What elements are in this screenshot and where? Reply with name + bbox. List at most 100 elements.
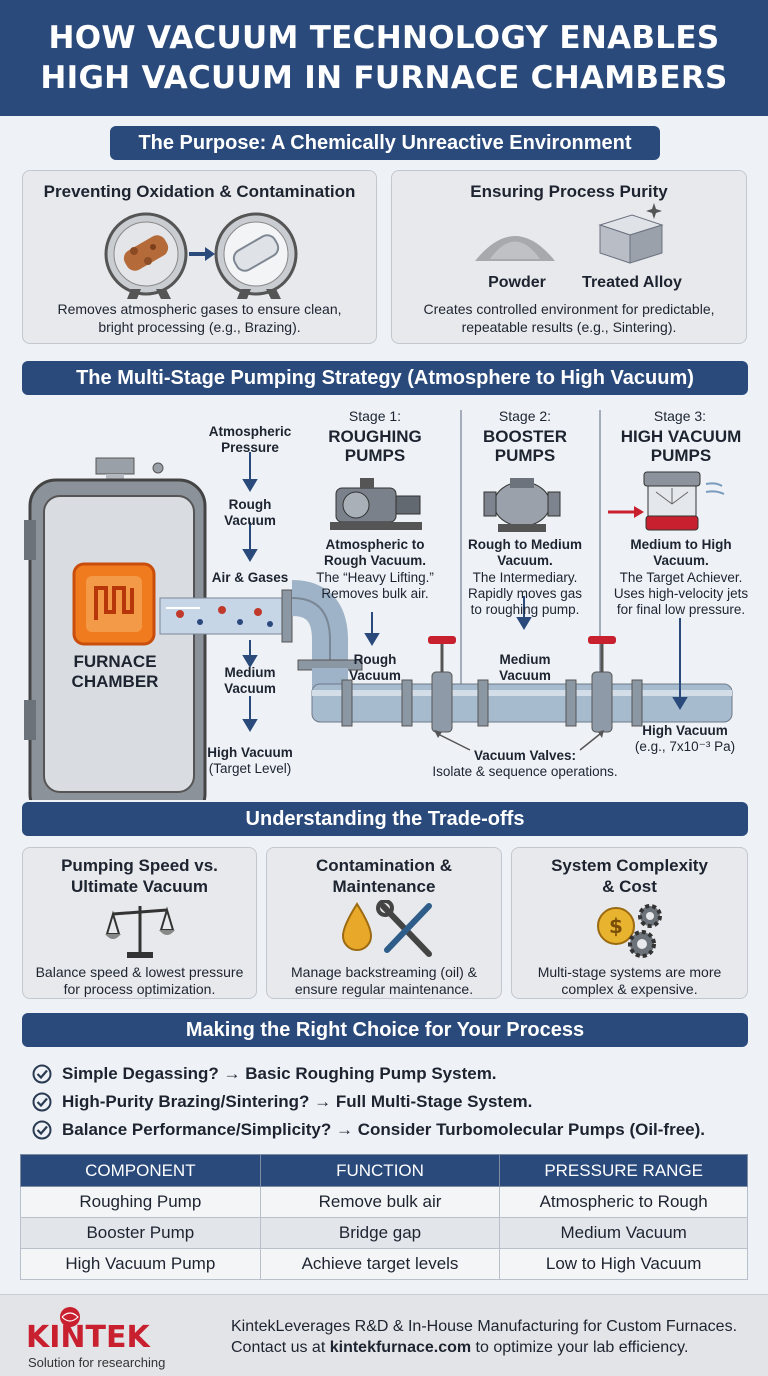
stage2-name-1: BOOSTER [482,427,568,446]
stage2-arrow-label-1: Medium [499,652,551,667]
stage3-bold-1: Medium to High [630,537,732,552]
kintek-logo-mark-icon [60,1307,80,1327]
oxidation-card: Preventing Oxidation & Contamination Rem… [22,170,377,344]
table-cell: Low to High Vacuum [499,1248,748,1280]
stage1-desc-2: Removes bulk air. [321,586,429,601]
table-header-component: COMPONENT [20,1154,261,1187]
footer-line-1: KintekLeverages R&D & In-House Manufactu… [231,1318,738,1335]
choice-item-text: High-Purity Brazing/Sintering? → Full Mu… [62,1092,533,1111]
tradeoff-cost-desc-2: complex & expensive. [561,981,698,997]
stage3-desc-2: Uses high-velocity jets [613,586,749,601]
chamber-label-2: CHAMBER [71,672,159,691]
stage2-desc-2: Rapidly moves gas [467,586,583,601]
table-cell: Atmospheric to Rough [499,1186,748,1218]
stage2-bold-1: Rough to Medium [468,537,582,552]
choice-item: Simple Degassing? → Basic Roughing Pump … [32,1063,497,1085]
kintek-tagline: Solution for researching [28,1355,166,1370]
chamber-label-1: FURNACE [73,652,157,671]
purity-card: Ensuring Process Purity Powder Treated A… [391,170,747,344]
page-title: HOW VACUUM TECHNOLOGY ENABLES HIGH VACUU… [40,20,728,96]
tradeoff-contam-desc-1: Manage backstreaming (oil) & [291,964,477,980]
powder-label: Powder [488,274,546,291]
check-circle-icon [32,1092,52,1112]
tradeoff-speed-desc-2: for process optimization. [63,981,216,997]
table-header-function: FUNCTION [259,1154,501,1187]
table-header-row: COMPONENT FUNCTION PRESSURE RANGE [20,1154,748,1187]
pumping-diagram [24,410,733,800]
check-circle-icon [32,1064,52,1084]
purity-card-desc-2: repeatable results (e.g., Sintering). [461,319,677,335]
table-cell: Roughing Pump [20,1186,261,1218]
choice-item-text: Balance Performance/Simplicity? → Consid… [62,1120,706,1139]
table-row: Roughing Pump Remove bulk air Atmospheri… [20,1186,748,1218]
purpose-section-title: The Purpose: A Chemically Unreactive Env… [110,126,660,160]
tradeoff-cost-title-2: & Cost [602,877,657,896]
stage3-desc-1: The Target Achiever. [619,570,743,585]
footer-website-link[interactable]: kintekfurnace.com [329,1339,472,1356]
stage3-bold-2: Vacuum. [653,553,709,568]
rusty-to-clean-pipe-icon [104,212,298,299]
svg-text:$: $ [609,914,623,938]
table-row: Booster Pump Bridge gap Medium Vacuum [20,1217,748,1249]
flow-medium-2: Vacuum [224,681,276,696]
flow-rough-1: Rough [228,497,272,512]
stage1-arrow-label-1: Rough [353,652,397,667]
stage2-bold-2: Vacuum. [497,553,553,568]
choice-item: Balance Performance/Simplicity? → Consid… [32,1119,705,1141]
flow-air-gases: Air & Gases [211,570,289,585]
alloy-block-icon [598,203,664,264]
stage3-num: Stage 3: [653,408,707,424]
tradeoff-card-cost: System Complexity & Cost $ Multi-stage s… [511,847,748,999]
booster-pump-icon [483,478,561,532]
flow-high-1: High Vacuum [207,745,293,760]
oxidation-card-title: Preventing Oxidation & Contamination [43,182,356,201]
flow-medium-1: Medium [224,665,276,680]
page-header: HOW VACUUM TECHNOLOGY ENABLES HIGH VACUU… [0,0,768,116]
footer: KINTEK Solution for researching KintekLe… [0,1294,768,1376]
table-row: High Vacuum Pump Achieve target levels L… [20,1248,748,1280]
tradeoff-contam-title-2: Maintenance [332,877,436,896]
stage2-desc-3: to roughing pump. [470,602,580,617]
table-cell: Booster Pump [20,1217,261,1249]
tradeoff-speed-title-2: Ultimate Vacuum [71,877,208,896]
stage1-num: Stage 1: [348,408,402,424]
high-vacuum-label-1: High Vacuum [642,723,728,738]
tradeoff-cost-title-1: System Complexity [551,856,708,875]
tradeoff-card-contamination: Contamination & Maintenance Manage backs… [266,847,502,999]
check-circle-icon [32,1120,52,1140]
tradeoff-cost-desc-1: Multi-stage systems are more [537,964,722,980]
stage3-desc-3: for final low pressure. [616,602,746,617]
strategy-section-title: The Multi-Stage Pumping Strategy (Atmosp… [22,361,748,395]
tradeoff-speed-desc-1: Balance speed & lowest pressure [35,964,244,980]
table-cell: Medium Vacuum [499,1217,748,1249]
table-cell: Remove bulk air [259,1186,501,1218]
flow-rough-2: Vacuum [224,513,276,528]
oil-wrench-icon [341,900,432,957]
stage2-desc-1: The Intermediary. [472,570,578,585]
stage3-name-2: PUMPS [650,446,712,465]
tradeoff-card-speed: Pumping Speed vs. Ultimate Vacuum Balanc… [22,847,257,999]
table-header-pressure: PRESSURE RANGE [499,1154,748,1187]
valves-label-1: Vacuum Valves: [473,748,577,763]
tradeoff-contam-desc-2: ensure regular maintenance. [294,981,474,997]
flow-high-2: (Target Level) [208,761,292,776]
purity-card-title: Ensuring Process Purity [470,182,668,201]
tradeoff-contam-title-1: Contamination & [316,856,452,875]
stage1-bold-1: Atmospheric to [325,537,425,552]
stage1-bold-2: Rough Vacuum. [323,553,426,568]
purity-card-desc-1: Creates controlled environment for predi… [423,301,715,317]
valves-label-2: Isolate & sequence operations. [432,764,618,779]
roughing-pump-icon [330,478,422,530]
tradeoffs-section-title: Understanding the Trade-offs [22,802,748,836]
stage1-name-2: PUMPS [344,446,406,465]
stage1-name-1: ROUGHING [328,427,422,446]
balance-scale-icon [105,906,175,958]
table-cell: Achieve target levels [259,1248,501,1280]
table-cell: Bridge gap [259,1217,501,1249]
stage1-desc-1: The “Heavy Lifting.” [316,570,434,585]
high-vacuum-pump-icon [608,471,725,531]
alloy-label: Treated Alloy [582,274,682,291]
stage2-name-2: PUMPS [494,446,556,465]
coin-gears-icon: $ [597,904,662,958]
tradeoff-speed-title-1: Pumping Speed vs. [61,856,218,875]
